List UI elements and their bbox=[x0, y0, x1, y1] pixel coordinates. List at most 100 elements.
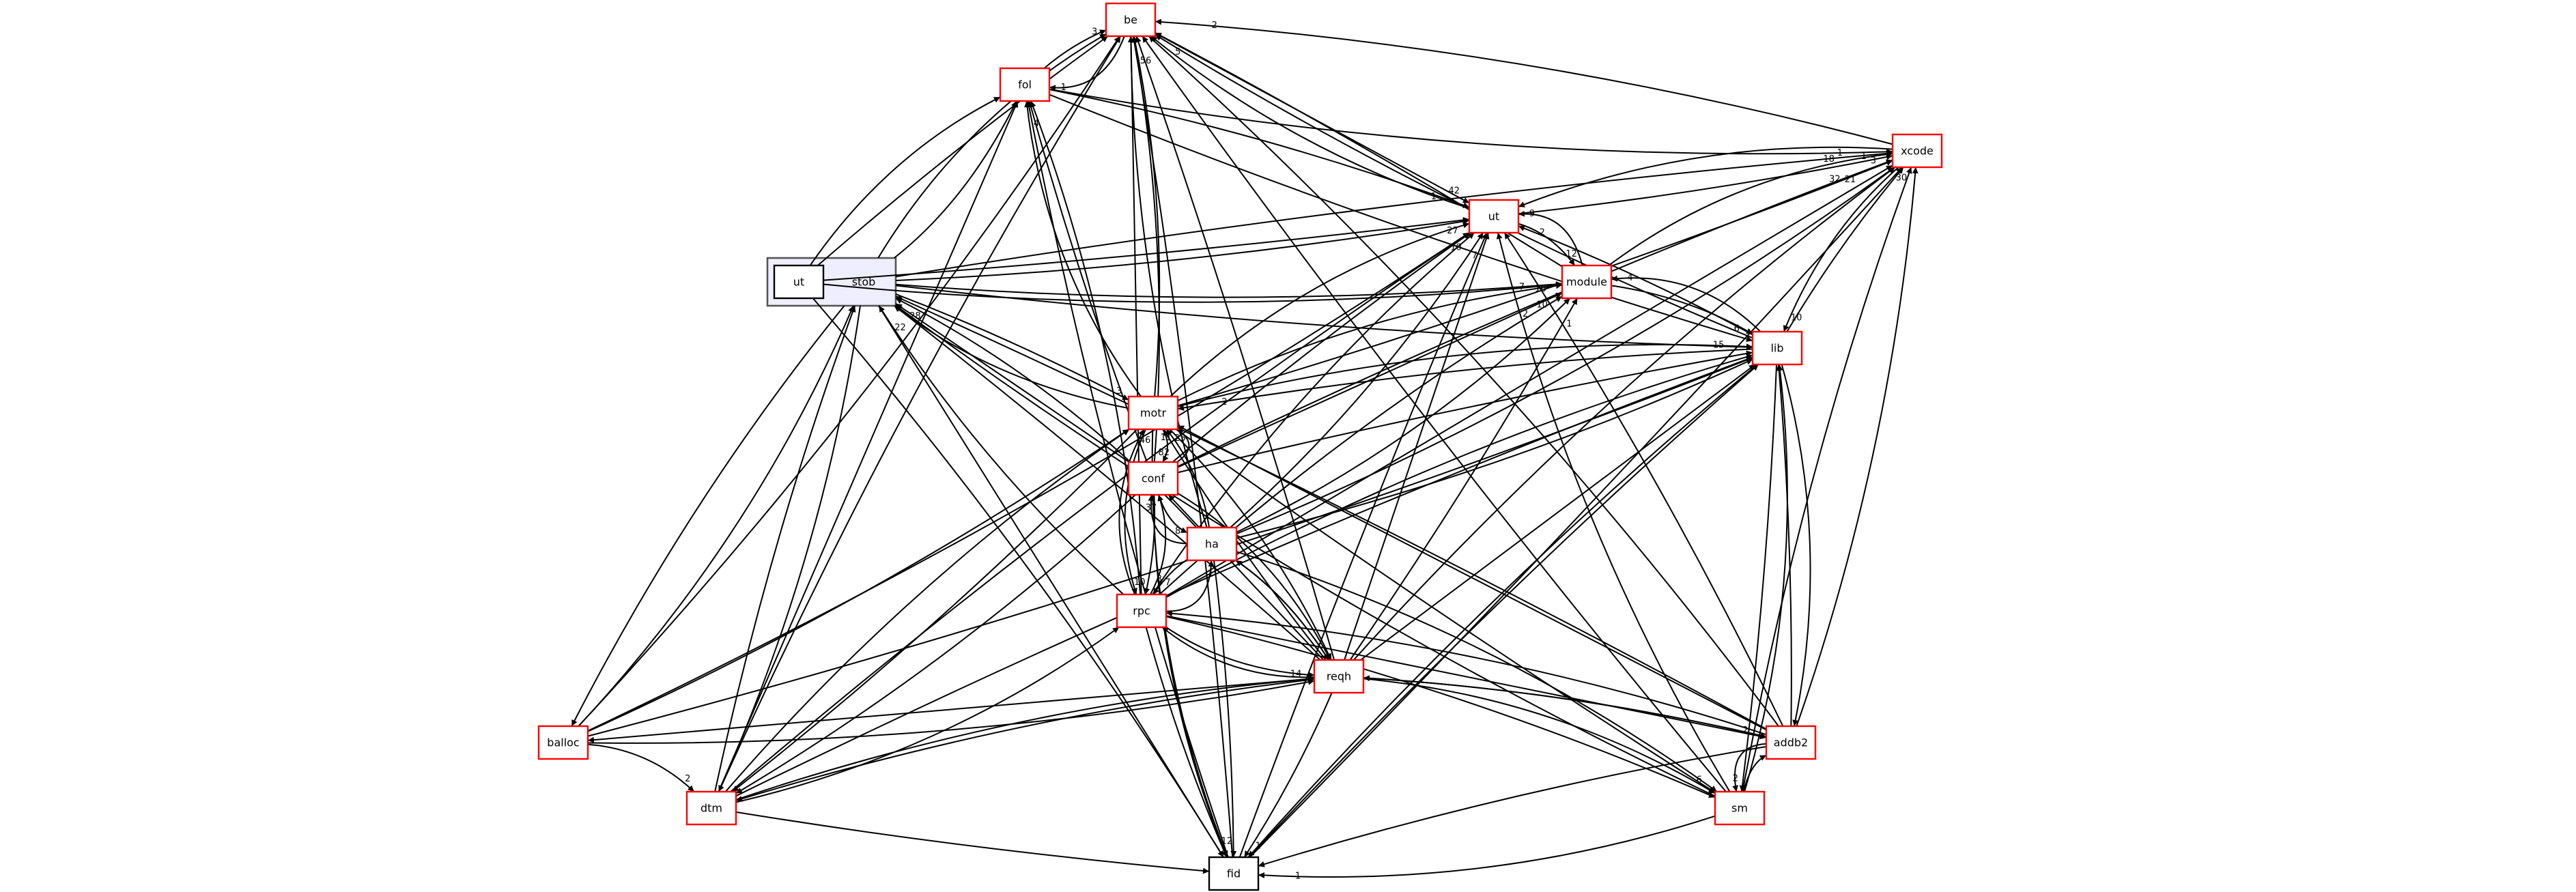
edge-motr-to-rpc[interactable] bbox=[1124, 429, 1147, 595]
edge-conf-to-module[interactable] bbox=[1177, 292, 1563, 468]
edge-conf-to-rpc[interactable] bbox=[1144, 494, 1156, 595]
edge-module-to-ut[interactable] bbox=[1518, 210, 1583, 266]
edge-ut_stob-to-module[interactable] bbox=[823, 281, 1563, 303]
edge-balloc-to-ut[interactable] bbox=[587, 232, 1470, 732]
edge-conf-to-stob[interactable] bbox=[895, 303, 1130, 463]
edge-reqh-to-stob[interactable] bbox=[894, 305, 1321, 661]
edge-fol-to-lib[interactable] bbox=[1049, 93, 1753, 343]
edge-ha-to-xcode[interactable] bbox=[1236, 167, 1895, 535]
edge-lib-to-xcode[interactable] bbox=[1786, 167, 1904, 332]
edge-ut_stob-to-be[interactable] bbox=[817, 35, 1109, 266]
edge-dtm-to-motr[interactable] bbox=[724, 429, 1130, 792]
edge-ut-to-be[interactable] bbox=[1150, 35, 1470, 210]
node-conf[interactable]: conf bbox=[1127, 461, 1179, 496]
edge-fol-to-be[interactable] bbox=[1043, 29, 1107, 69]
edge-dtm-to-be[interactable] bbox=[718, 35, 1122, 792]
edge-balloc-to-stob[interactable] bbox=[578, 305, 854, 727]
edge-ut-to-xcode[interactable] bbox=[1518, 154, 1893, 215]
edge-balloc-to-reqh[interactable] bbox=[587, 678, 1315, 744]
edge-ut-to-module[interactable] bbox=[1518, 222, 1576, 266]
edge-be-to-fol[interactable] bbox=[1049, 35, 1125, 91]
edge-rpc-to-addb2[interactable] bbox=[1165, 615, 1767, 740]
edge-stob-to-xcode[interactable] bbox=[895, 150, 1893, 278]
edge-dtm-to-fol[interactable] bbox=[718, 100, 1019, 792]
edge-addb2-to-lib[interactable] bbox=[1776, 364, 1792, 727]
edge-motr-to-reqh[interactable] bbox=[1169, 429, 1332, 661]
edge-sm-to-fid[interactable] bbox=[1258, 815, 1716, 879]
edge-rpc-to-lib[interactable] bbox=[1165, 354, 1753, 599]
edge-rpc-to-reqh[interactable] bbox=[1165, 627, 1315, 678]
edge-stob-to-fol[interactable] bbox=[894, 100, 1017, 259]
edge-fid-to-xcode[interactable] bbox=[1249, 167, 1903, 858]
edge-dtm-to-fid[interactable] bbox=[735, 811, 1210, 874]
edge-reqh-to-ut[interactable] bbox=[1344, 232, 1490, 661]
edge-reqh-to-fid[interactable] bbox=[1243, 692, 1333, 858]
edge-motr-to-stob[interactable] bbox=[894, 305, 1129, 409]
edge-ha-to-motr[interactable] bbox=[1165, 429, 1211, 528]
node-lib[interactable]: lib bbox=[1751, 330, 1803, 366]
edge-ha-to-conf[interactable] bbox=[1148, 494, 1188, 545]
edge-rpc-to-motr[interactable] bbox=[1118, 429, 1145, 595]
edge-xcode-to-lib[interactable] bbox=[1783, 167, 1899, 332]
edge-lib-to-addb2[interactable] bbox=[1781, 364, 1811, 727]
edge-conf-to-lib[interactable] bbox=[1177, 350, 1753, 474]
edge-motr-to-fol[interactable] bbox=[1024, 100, 1142, 397]
edge-sm-to-ut[interactable] bbox=[1496, 232, 1731, 792]
node-be[interactable]: be bbox=[1105, 2, 1157, 38]
edge-balloc-to-motr[interactable] bbox=[587, 429, 1130, 732]
edge-xcode-to-ut[interactable] bbox=[1518, 146, 1893, 207]
edge-lib-to-be[interactable] bbox=[1155, 34, 1753, 339]
node-motr[interactable]: motr bbox=[1127, 395, 1179, 431]
edge-module-to-lib[interactable] bbox=[1611, 285, 1753, 335]
edge-conf-to-ut[interactable] bbox=[1172, 232, 1471, 463]
node-fid[interactable]: fid bbox=[1208, 856, 1260, 891]
edge-balloc-to-be[interactable] bbox=[578, 35, 1121, 727]
edge-addb2-to-fid[interactable] bbox=[1258, 745, 1767, 867]
edge-stob-to-lib[interactable] bbox=[895, 285, 1753, 351]
edge-dtm-to-stob[interactable] bbox=[714, 305, 856, 792]
edge-sm-to-addb2[interactable] bbox=[1742, 754, 1767, 792]
edge-stob-to-be[interactable] bbox=[877, 33, 1107, 259]
edge-fol-to-ut[interactable] bbox=[1049, 89, 1470, 208]
edge-motr-to-ut[interactable] bbox=[1170, 222, 1470, 397]
edge-lib-to-motr[interactable] bbox=[1177, 348, 1753, 411]
edge-ha-to-sm[interactable] bbox=[1236, 551, 1718, 792]
edge-reqh-to-module[interactable] bbox=[1349, 298, 1579, 661]
edge-ut_stob-to-fid[interactable] bbox=[812, 298, 1224, 858]
edge-lib-to-sm[interactable] bbox=[1739, 364, 1778, 792]
edge-rpc-to-conf[interactable] bbox=[1150, 494, 1167, 595]
edge-reqh-to-dtm[interactable] bbox=[735, 678, 1315, 802]
node-addb2[interactable]: addb2 bbox=[1765, 725, 1817, 760]
edge-motr-to-dtm[interactable] bbox=[731, 429, 1138, 792]
node-ut_stob[interactable]: ut bbox=[773, 264, 825, 300]
edge-rpc-to-be[interactable] bbox=[1128, 35, 1142, 595]
edge-sm-to-xcode[interactable] bbox=[1742, 167, 1912, 792]
edge-reqh-to-balloc[interactable] bbox=[587, 678, 1315, 743]
node-ut[interactable]: ut bbox=[1468, 199, 1520, 234]
edge-xcode-to-be[interactable] bbox=[1155, 18, 1893, 145]
edge-stob-to-module[interactable] bbox=[895, 281, 1563, 298]
edge-stob-to-dtm[interactable] bbox=[718, 305, 861, 792]
edge-rpc-to-stob[interactable] bbox=[878, 305, 1124, 595]
edge-motr-to-module[interactable] bbox=[1177, 283, 1563, 402]
edge-conf-to-fid[interactable] bbox=[1152, 494, 1228, 858]
edge-addb2-to-be[interactable] bbox=[1148, 35, 1779, 727]
edge-module-to-xcode[interactable] bbox=[1608, 151, 1893, 266]
node-fol[interactable]: fol bbox=[999, 67, 1051, 102]
node-sm[interactable]: sm bbox=[1714, 790, 1766, 826]
edge-fid-to-ut[interactable] bbox=[1239, 232, 1488, 858]
edge-motr-to-be[interactable] bbox=[1132, 35, 1161, 397]
edge-ha-to-fid[interactable] bbox=[1213, 560, 1237, 858]
edge-ha-to-ut[interactable] bbox=[1230, 232, 1484, 528]
edge-reqh-to-be[interactable] bbox=[1135, 35, 1335, 661]
edge-dtm-to-ut[interactable] bbox=[730, 232, 1470, 792]
edge-conf-to-reqh[interactable] bbox=[1177, 492, 1331, 661]
edge-conf-to-xcode[interactable] bbox=[1177, 159, 1893, 467]
edge-motr-to-xcode[interactable] bbox=[1177, 160, 1893, 407]
edge-addb2-to-motr[interactable] bbox=[1177, 425, 1767, 731]
edge-fol-to-xcode[interactable] bbox=[1049, 88, 1893, 155]
edge-ut_stob-to-fol[interactable] bbox=[809, 96, 1001, 266]
edge-addb2-to-stob[interactable] bbox=[895, 296, 1767, 730]
edge-motr-to-sm[interactable] bbox=[1176, 429, 1716, 793]
node-xcode[interactable]: xcode bbox=[1891, 133, 1943, 169]
